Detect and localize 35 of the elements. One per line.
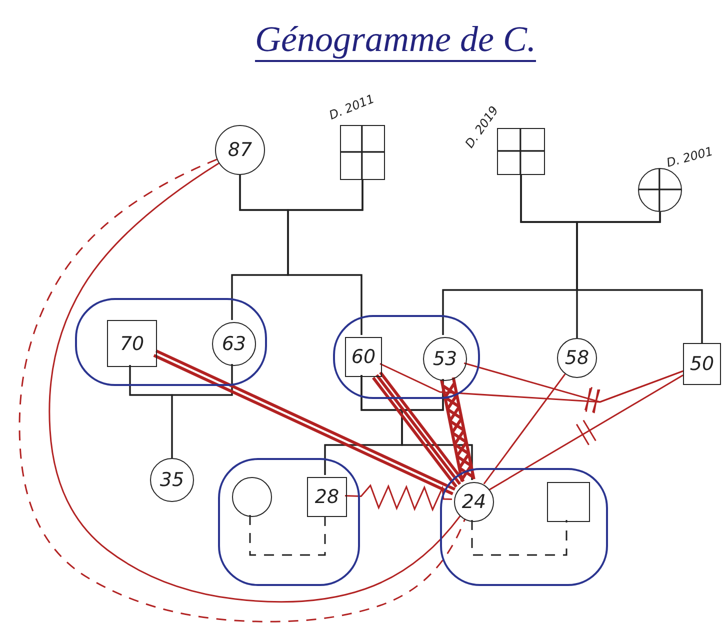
female-circle: 58 bbox=[557, 338, 597, 378]
double-line bbox=[152, 349, 456, 496]
male-square: 60 bbox=[345, 337, 382, 377]
male-square bbox=[497, 128, 545, 175]
connector-line bbox=[171, 364, 233, 458]
female-circle bbox=[232, 477, 272, 517]
death-date-label: D. 2001 bbox=[665, 144, 714, 170]
female-circle: 24 bbox=[454, 482, 494, 522]
zigzag-line bbox=[344, 484, 452, 512]
female-circle: 63 bbox=[212, 322, 256, 366]
male-square: 70 bbox=[107, 320, 157, 367]
title: Génogramme de C. bbox=[255, 18, 536, 62]
cut-off-line bbox=[463, 362, 684, 414]
dashed-connector-line bbox=[249, 515, 326, 556]
household-outline bbox=[440, 468, 608, 586]
female-circle: 53 bbox=[423, 337, 467, 381]
female-circle: 35 bbox=[150, 458, 194, 502]
triple-line bbox=[372, 370, 465, 488]
household-outline bbox=[218, 458, 360, 586]
household-outline bbox=[333, 315, 480, 399]
male-square: 50 bbox=[683, 343, 721, 385]
connector-line bbox=[483, 374, 566, 484]
male-square: 28 bbox=[307, 477, 347, 517]
hatched-line bbox=[440, 376, 476, 484]
female-circle bbox=[638, 168, 682, 212]
connector-line bbox=[401, 379, 473, 480]
connector-line bbox=[287, 180, 364, 335]
male-square bbox=[547, 482, 590, 522]
male-square bbox=[340, 125, 385, 180]
cut-off-line bbox=[488, 374, 684, 491]
death-date-label: D. 2011 bbox=[327, 92, 376, 122]
connector-line bbox=[576, 212, 703, 343]
dashed-connector-line bbox=[471, 520, 568, 556]
household-outline bbox=[75, 298, 267, 386]
female-circle: 87 bbox=[215, 125, 265, 175]
